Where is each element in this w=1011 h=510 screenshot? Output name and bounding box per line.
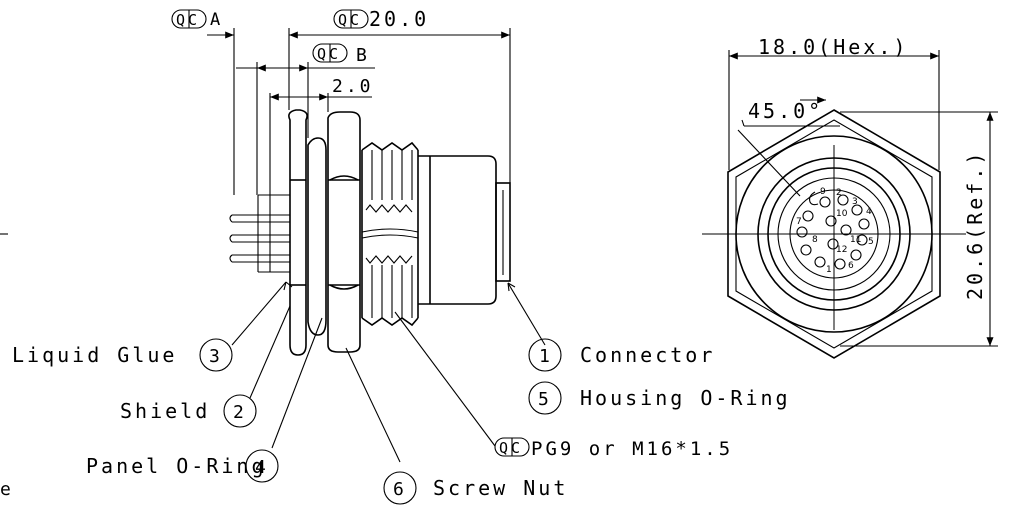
callout-num-6: 6	[393, 479, 407, 500]
callout-circle-1	[528, 338, 562, 372]
callout-num-2: 2	[233, 402, 247, 423]
callout-label-4: Panel O-Ring	[86, 454, 267, 478]
dim-hex: 18.0(Hex.)	[758, 35, 908, 59]
pin-5: 5	[868, 237, 874, 247]
dim-b: B	[356, 45, 370, 66]
pin-layout	[796, 194, 870, 270]
pin-4: 4	[866, 207, 872, 217]
thread-spec: PG9 or M16*1.5	[531, 438, 733, 460]
dim-ref: 20.6(Ref.)	[963, 150, 987, 300]
qc-box-a	[171, 9, 207, 29]
pin-11: 11	[850, 235, 861, 245]
pin-10: 10	[836, 209, 848, 219]
callout-circle-5	[528, 381, 562, 415]
threaded-housing	[361, 141, 419, 327]
leader-lines	[231, 281, 546, 463]
pin-1: 1	[826, 265, 832, 275]
pin-8: 8	[812, 235, 818, 245]
pin-9: 9	[820, 187, 826, 197]
front-view: 9 2 3 10 4 7 11 5 8 12 1 6	[702, 109, 966, 359]
dim-flange: 2.0	[332, 76, 374, 97]
callout-label-1: Connector	[580, 343, 715, 367]
connector-body	[418, 155, 511, 305]
dim-overall: 20.0	[369, 7, 429, 31]
panel-o-ring	[307, 137, 327, 336]
pin-7: 7	[796, 217, 802, 227]
qc-label-thread: QC	[499, 439, 523, 457]
callout-label-3: Liquid Glue	[12, 343, 177, 367]
pin-2: 2	[836, 188, 842, 198]
side-view	[0, 109, 511, 356]
screw-nut	[327, 111, 361, 353]
key-mark	[809, 191, 819, 206]
pin-numbers: 9 2 3 10 4 7 11 5 8 12 1 6	[796, 187, 874, 275]
dim-angle: 45.0°	[748, 99, 823, 123]
pin-12: 12	[836, 245, 847, 255]
dim-a: A	[210, 10, 223, 30]
qc-box-thread	[494, 437, 530, 457]
hex-outline	[727, 109, 941, 359]
callout-num-5: 5	[538, 389, 552, 410]
pins-side	[229, 192, 290, 273]
callout-label-6: Screw Nut	[433, 476, 568, 500]
qc-label-b: QC	[317, 45, 341, 63]
callout-circle-2	[223, 394, 257, 428]
qc-box-overall	[333, 9, 369, 29]
callout-circle-3	[199, 338, 233, 372]
qc-label-a: QC	[176, 11, 200, 29]
callout-label-2: Shield	[120, 399, 210, 423]
callout-num-3: 3	[209, 346, 223, 367]
pin-3: 3	[852, 197, 858, 207]
callout-label-5: Housing O-Ring	[580, 386, 791, 410]
callout-circle-6	[383, 471, 417, 505]
callout-num-4: 4	[255, 457, 269, 478]
callout-num-1: 1	[539, 346, 553, 367]
qc-label-overall: QC	[338, 11, 362, 29]
pin-6: 6	[848, 261, 854, 271]
front-dimensions	[728, 50, 998, 347]
qc-box-b	[312, 43, 348, 63]
callout-circle-4	[245, 449, 279, 483]
side-dimensions	[207, 28, 511, 195]
edge-mark: e	[0, 479, 14, 500]
shield-plate	[288, 109, 308, 356]
